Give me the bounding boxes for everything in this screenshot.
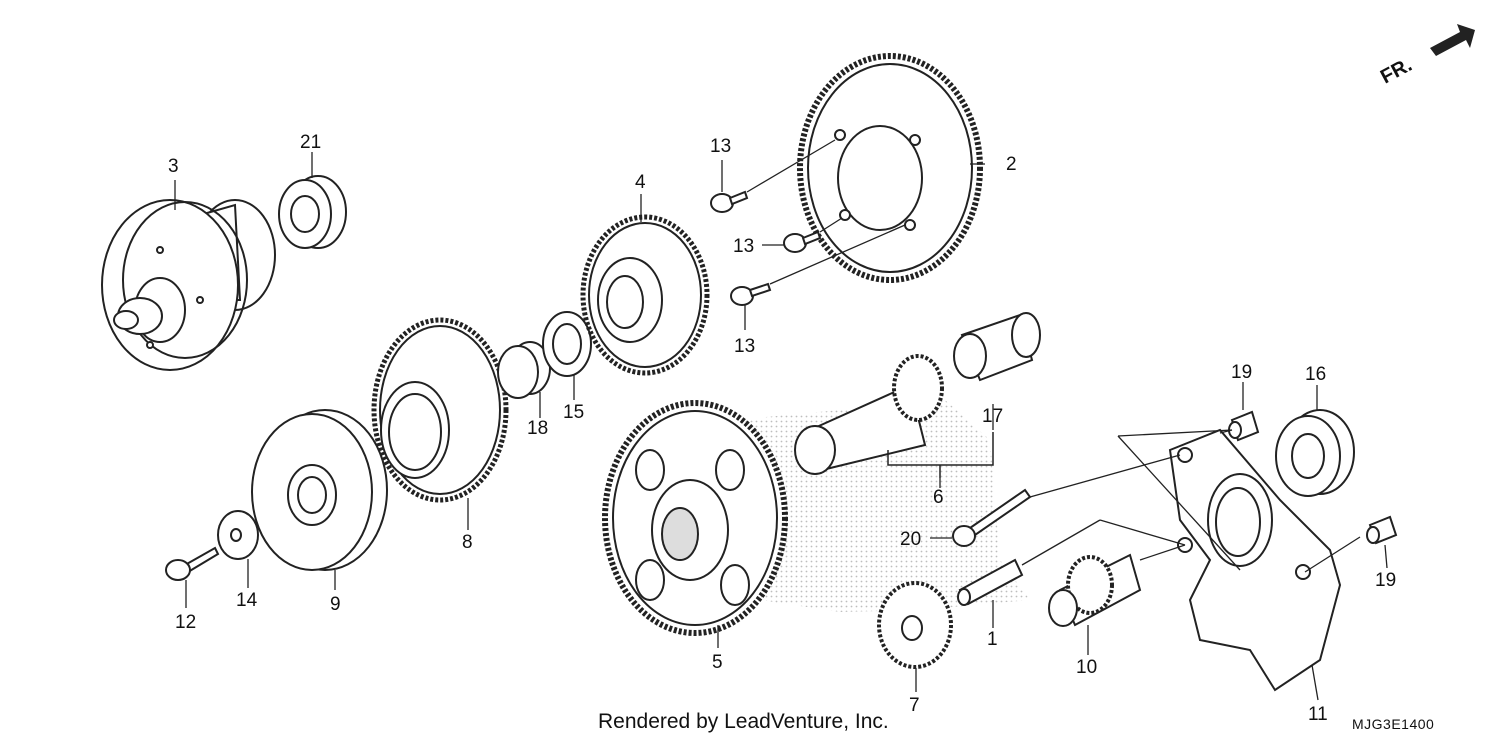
callout-part-9: 9 (330, 594, 341, 615)
callout-part-15: 15 (563, 402, 584, 423)
part-7-small-gear (877, 581, 953, 669)
render-credit: Rendered by LeadVenture, Inc. (598, 710, 889, 733)
part-3-clutch-outer (101, 199, 276, 371)
part-18-needle-bearing (497, 341, 551, 399)
part-10-gear-shaft (1048, 553, 1142, 627)
part-6-shaft (794, 312, 1041, 475)
callout-part-1: 1 (987, 629, 998, 650)
part-15-washer (542, 311, 592, 377)
callout-part-5: 5 (712, 652, 723, 673)
callout-part-16: 16 (1305, 364, 1326, 385)
bolt-leader-lines (746, 139, 906, 285)
part-14-washer (217, 510, 259, 560)
callout-part-18: 18 (527, 418, 548, 439)
callout-part-10: 10 (1076, 657, 1097, 678)
part-9-disc (251, 409, 388, 571)
callout-part-13-middle: 13 (733, 236, 754, 257)
figure-code: MJG3E1400 (1352, 716, 1435, 732)
part-19-dowels (1228, 410, 1398, 545)
callout-part-3: 3 (168, 156, 179, 177)
callout-part-19-right: 19 (1375, 570, 1396, 591)
callout-part-2: 2 (1006, 154, 1017, 175)
assembly-leader-lines (1021, 429, 1361, 573)
part-11-holder (1168, 428, 1342, 692)
part-13-bolts (710, 190, 822, 306)
part-8-driven-gear (371, 317, 509, 503)
front-direction-arrow-icon: FR. (1377, 24, 1475, 88)
part-20-bolt (952, 488, 1032, 547)
callout-part-19-top: 19 (1231, 362, 1252, 383)
part-2-ring-gear (797, 53, 983, 283)
part-21-bearing (278, 175, 347, 249)
callout-part-6: 6 (933, 487, 944, 508)
callout-labels: 1 2 3 4 5 6 7 8 9 10 11 12 13 13 13 14 1… (168, 132, 1396, 725)
callout-part-8: 8 (462, 532, 473, 553)
part-16-bearing (1275, 409, 1355, 497)
callout-part-12: 12 (175, 612, 196, 633)
callout-part-11: 11 (1308, 704, 1328, 725)
callout-part-13-top: 13 (710, 136, 731, 157)
direction-marker-text: FR. (1377, 54, 1416, 89)
part-1-pin (957, 558, 1024, 606)
part-4-gear (580, 214, 710, 376)
callout-leaders (174, 152, 1388, 701)
part-5-large-gear (602, 400, 788, 636)
callout-part-14: 14 (236, 590, 258, 611)
callout-part-20: 20 (900, 529, 921, 550)
part-12-bolt (165, 546, 220, 581)
callout-part-17: 17 (982, 406, 1003, 427)
callout-part-21: 21 (300, 132, 321, 153)
callout-part-13-bottom: 13 (734, 336, 755, 357)
callout-part-7: 7 (909, 695, 920, 716)
callout-part-4: 4 (635, 172, 646, 193)
part-6-bracket-lines (887, 432, 994, 478)
